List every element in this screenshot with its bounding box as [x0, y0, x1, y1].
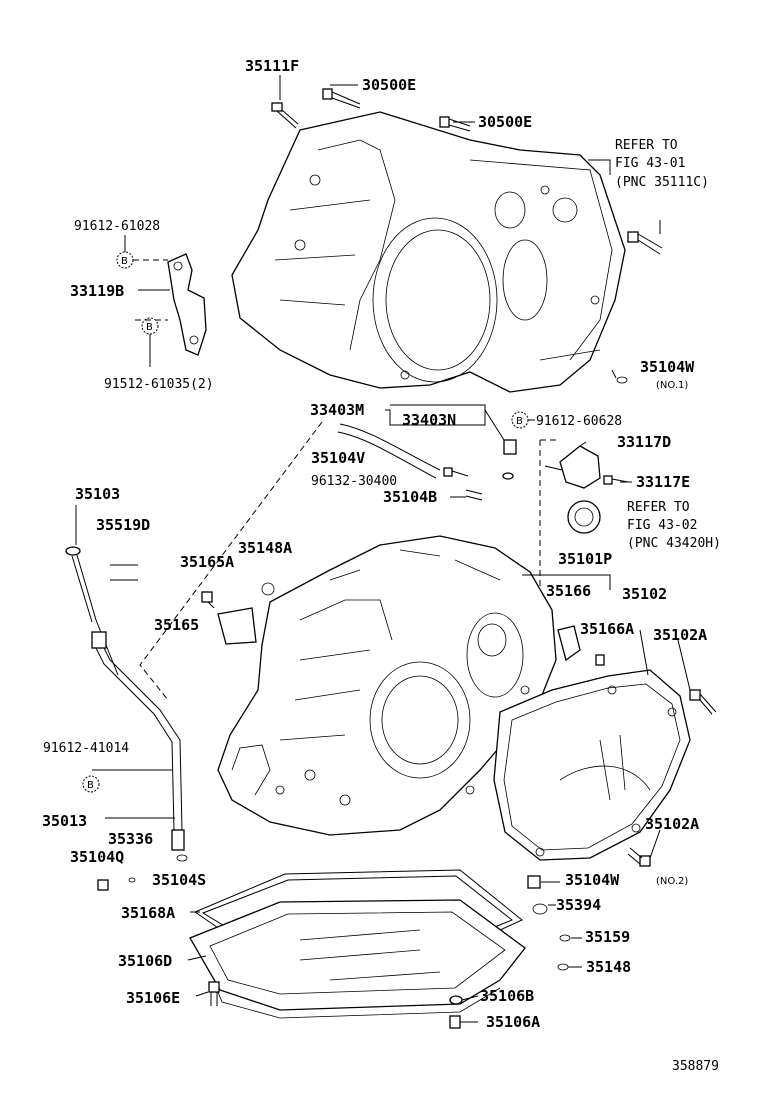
label-35102A-a: 35102A [653, 626, 707, 644]
bracket-33119B [167, 253, 207, 356]
clip-35104Q [97, 879, 109, 891]
plug-35106B [449, 995, 463, 1005]
diagram-id: 358879 [672, 1059, 719, 1074]
label-refer1-a: REFER TO [615, 138, 678, 153]
label-35101P: 35101P [558, 550, 612, 568]
label-35336: 35336 [108, 830, 153, 848]
label-35103: 35103 [75, 485, 120, 503]
label-33119B: 33119B [70, 282, 124, 300]
transaxle-housing-upper [231, 111, 626, 393]
bolt-marker-4: B [82, 775, 100, 793]
dipstick-35103 [65, 546, 119, 676]
label-35104S: 35104S [152, 871, 206, 889]
plug-35106A [449, 1015, 461, 1029]
label-no1: (NO.1) [656, 380, 688, 391]
leader-lines [75, 75, 691, 1023]
label-35159: 35159 [585, 928, 630, 946]
label-refer2-c: (PNC 43420H) [627, 536, 721, 551]
plug-33403N [502, 439, 517, 480]
label-35106E: 35106E [126, 989, 180, 1007]
bolt-35165A [201, 591, 215, 609]
label-33403M: 33403M [310, 401, 364, 419]
bolt-30500E-b [439, 116, 471, 132]
label-35102: 35102 [622, 585, 667, 603]
seal-35101P [567, 500, 601, 534]
label-35104W-no1: 35104W [640, 358, 695, 376]
bolt-marker-1: B [116, 251, 134, 269]
label-96132-30400: 96132-30400 [311, 474, 397, 489]
label-35106D: 35106D [118, 952, 172, 970]
part-35394 [532, 903, 548, 915]
label-35148A: 35148A [238, 539, 292, 557]
dipstick-tube-35013 [91, 631, 185, 851]
label-refer2-a: REFER TO [627, 500, 690, 515]
label-35165A: 35165A [180, 553, 234, 571]
hose-35104V [337, 423, 441, 479]
label-refer2-b: FIG 43-02 [627, 518, 697, 533]
label-35104V: 35104V [311, 449, 365, 467]
sensor-33117D [544, 445, 601, 489]
label-91612-41014: 91612-41014 [43, 741, 129, 756]
label-33403N: 33403N [402, 411, 456, 429]
bolt-35102A-b [627, 847, 651, 867]
part-labels: 35111F 30500E 30500E REFER TO FIG 43-01 … [42, 57, 721, 1074]
label-tag-35519D [110, 564, 138, 581]
label-35519D: 35519D [96, 516, 150, 534]
label-no2: (NO.2) [656, 876, 688, 887]
side-cover-35102 [493, 669, 691, 861]
label-35104Q: 35104Q [70, 848, 124, 866]
label-91512-61035: 91512-61035(2) [104, 377, 214, 392]
transaxle-case-lower [217, 535, 557, 836]
bolt-33117E [603, 475, 629, 485]
label-35104W-no2: 35104W [565, 871, 620, 889]
label-35166: 35166 [546, 582, 591, 600]
svg-text:B: B [516, 416, 523, 427]
label-35148: 35148 [586, 958, 631, 976]
svg-text:B: B [121, 256, 128, 267]
bolt-35111F-top [271, 102, 299, 129]
label-30500E-b: 30500E [478, 113, 532, 131]
label-35013: 35013 [42, 812, 87, 830]
label-35106A: 35106A [486, 1013, 540, 1031]
part-35166 [557, 625, 581, 662]
part-35104W-no2 [527, 875, 541, 889]
plug-35148A [261, 582, 275, 596]
bolt-35106E [208, 981, 220, 1006]
oring-35336 [176, 854, 188, 862]
svg-text:B: B [146, 322, 153, 333]
label-35102A-b: 35102A [645, 815, 699, 833]
bolt-96132-30400 [443, 467, 469, 477]
bolt-35111F-right [627, 231, 663, 255]
label-35104B: 35104B [383, 488, 437, 506]
part-35104W-no1 [616, 376, 628, 384]
svg-text:B: B [87, 780, 94, 791]
guide-line-dipstick [139, 421, 323, 701]
bolt-35102A-a [689, 689, 717, 715]
label-35165: 35165 [154, 616, 199, 634]
bolt-marker-3: B [511, 411, 529, 429]
oil-pan-35106D [189, 899, 526, 1019]
label-refer1-b: FIG 43-01 [615, 156, 685, 171]
label-35394: 35394 [556, 896, 601, 914]
part-35148 [557, 963, 569, 971]
cover-35165 [217, 607, 257, 645]
label-35168A: 35168A [121, 904, 175, 922]
label-35106B: 35106B [480, 987, 534, 1005]
label-91612-60628: 91612-60628 [536, 414, 622, 429]
label-35111F-top: 35111F [245, 57, 299, 75]
bolt-35166A [595, 654, 605, 666]
label-33117E: 33117E [636, 473, 690, 491]
label-35166A: 35166A [580, 620, 634, 638]
label-91612-61028: 91612-61028 [74, 219, 160, 234]
part-35104S [128, 877, 136, 883]
bolt-30500E-a [322, 88, 361, 109]
label-30500E-a: 30500E [362, 76, 416, 94]
bolt-35104B [465, 489, 483, 501]
part-35159 [559, 934, 571, 942]
label-33117D: 33117D [617, 433, 671, 451]
label-refer1-c: (PNC 35111C) [615, 175, 709, 190]
